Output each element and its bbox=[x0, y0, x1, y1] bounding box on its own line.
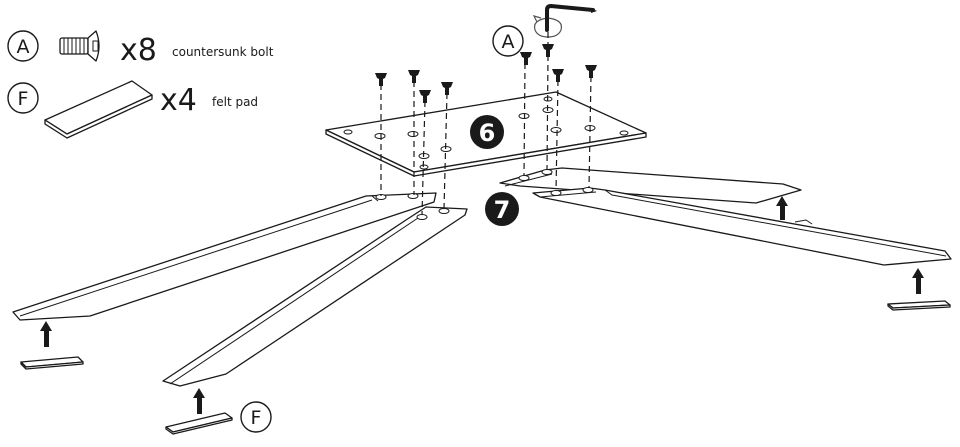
felt-pad-left bbox=[20, 321, 84, 370]
felt-pad-icon bbox=[44, 80, 153, 139]
up-arrow-icon bbox=[40, 321, 52, 347]
up-arrow-icon bbox=[912, 268, 924, 294]
left-back-leg bbox=[12, 192, 437, 321]
part-a-letter: A bbox=[17, 36, 30, 58]
step-6-badge: 6 bbox=[470, 115, 504, 149]
felt-pad-front: F bbox=[165, 388, 272, 435]
part-f-quantity: x4 bbox=[160, 83, 197, 118]
part-a-letter-circle bbox=[7, 30, 39, 62]
bolt-icon bbox=[375, 73, 387, 86]
part-f-letter-circle bbox=[7, 82, 39, 114]
up-arrow-icon bbox=[776, 196, 788, 220]
felt-pad-right bbox=[887, 268, 951, 311]
part-a-row: A x8 countersunk bolt bbox=[7, 30, 274, 68]
bolt-icon bbox=[552, 69, 564, 82]
part-f-row: F x4 felt pad bbox=[7, 80, 258, 139]
bolt-icon bbox=[441, 82, 453, 95]
bolt-icon bbox=[520, 52, 532, 65]
bolt-icon bbox=[542, 44, 554, 57]
bolt-icon bbox=[408, 70, 420, 83]
part-a-quantity: x8 bbox=[120, 33, 157, 68]
bolt-guide-lines bbox=[380, 54, 592, 216]
tool-part-letter: A bbox=[502, 31, 515, 53]
part-f-name: felt pad bbox=[212, 95, 258, 109]
part-a-name: countersunk bolt bbox=[172, 45, 274, 59]
pad-part-letter: F bbox=[251, 407, 262, 429]
left-front-leg bbox=[162, 206, 468, 387]
pad-part-letter-circle bbox=[240, 401, 272, 433]
up-arrow-icon bbox=[193, 388, 205, 414]
part-f-letter: F bbox=[18, 88, 29, 110]
bolt-icon bbox=[585, 65, 597, 78]
allen-key-icon bbox=[532, 3, 597, 45]
bolts bbox=[375, 44, 597, 103]
bolt-icon bbox=[419, 90, 431, 103]
bolt-icon bbox=[59, 30, 100, 62]
felt-pad-right-mid bbox=[776, 196, 788, 220]
tool-part-letter-circle bbox=[492, 25, 524, 57]
step-7-badge: 7 bbox=[485, 192, 519, 226]
parts-legend: A x8 countersunk bolt F x4 bbox=[7, 30, 274, 139]
left-leg-frame bbox=[12, 192, 468, 387]
step-6-number: 6 bbox=[479, 119, 496, 147]
step-7-number: 7 bbox=[494, 196, 511, 224]
right-leg-frame bbox=[499, 167, 952, 266]
